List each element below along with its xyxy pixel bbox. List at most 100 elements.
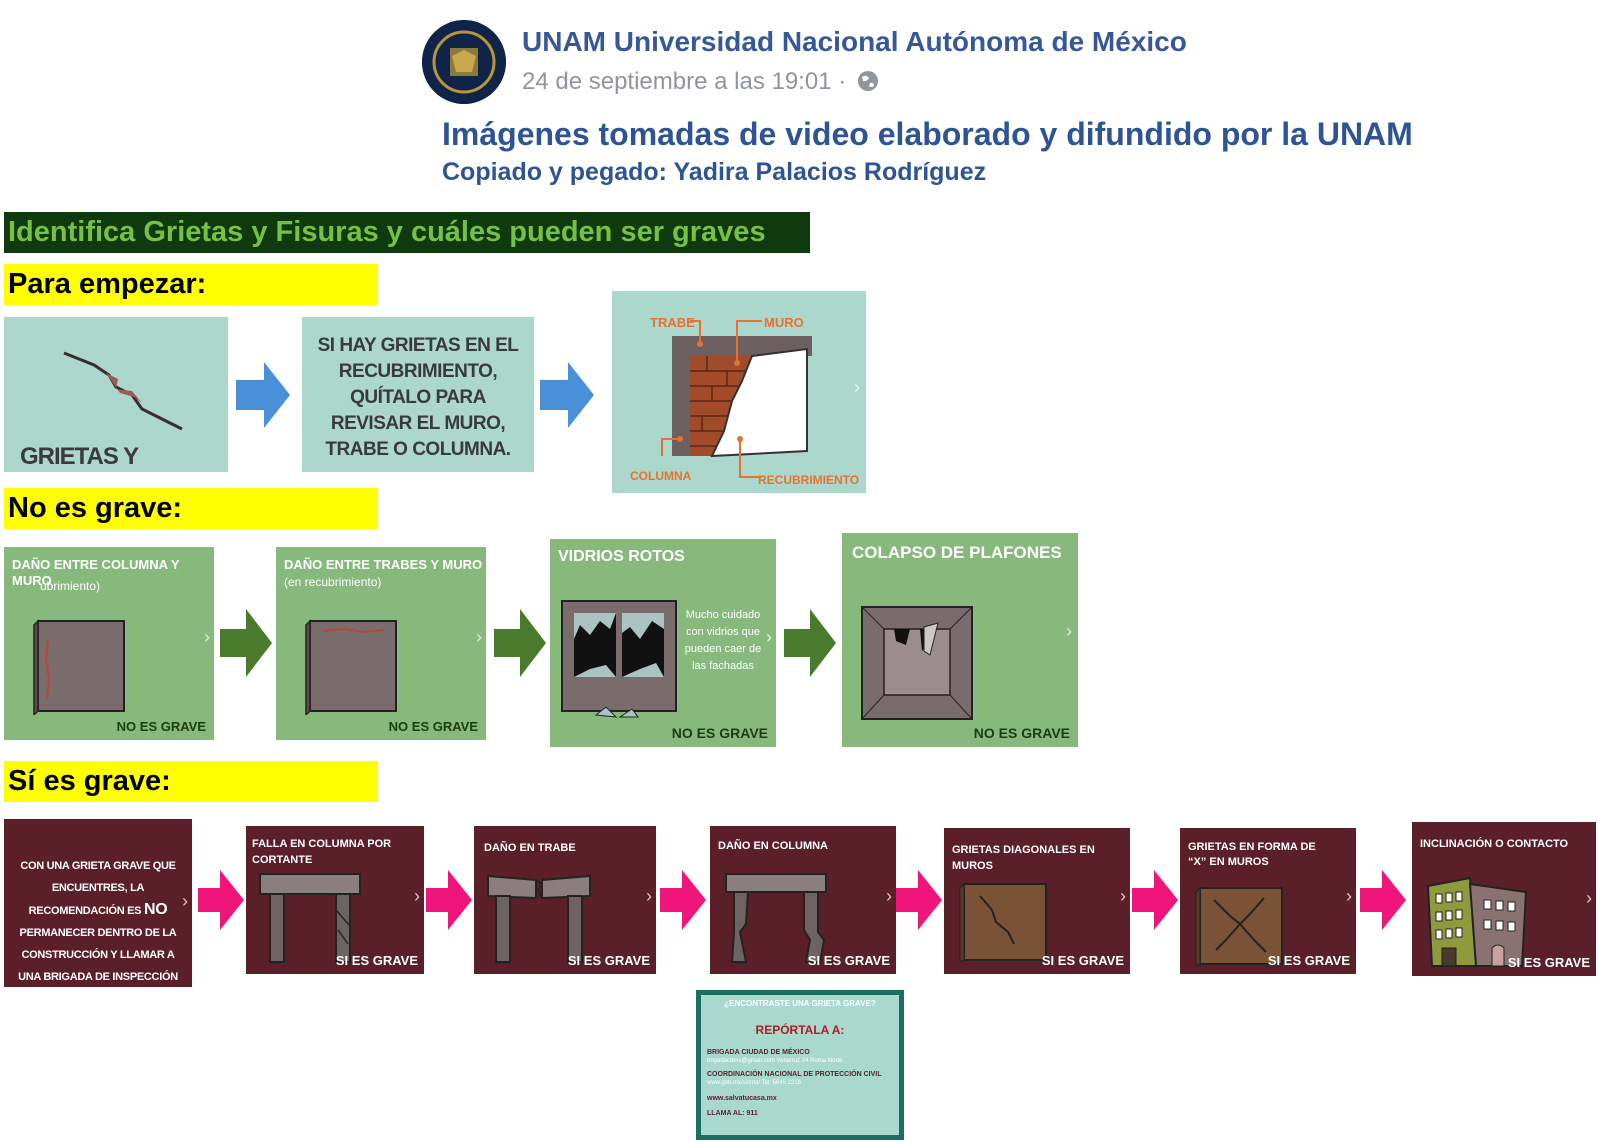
label-muro: MURO bbox=[764, 315, 804, 330]
card-tag: SI ES GRAVE bbox=[807, 953, 890, 968]
broken-window-icon bbox=[561, 600, 677, 718]
card-title: DAÑO EN TRABE bbox=[484, 842, 576, 854]
unam-seal-icon bbox=[422, 20, 506, 104]
chevron-right-icon: › bbox=[854, 377, 860, 397]
serious-intro-text: CON UNA GRIETA GRAVE QUE ENCUENTRES, LA … bbox=[12, 855, 184, 987]
report-org-2: COORDINACIÓN NACIONAL DE PROTECCIÓN CIVI… bbox=[707, 1071, 882, 1078]
card-column-wall: DAÑO ENTRE COLUMNA Y MURO ubrimiento) › … bbox=[4, 547, 214, 740]
card-tag: SI ES GRAVE bbox=[567, 953, 650, 968]
card-serious-shear: FALLA EN COLUMNA POR CORTANTE › SI ES GR… bbox=[246, 826, 424, 974]
report-heading: REPÓRTALA A: bbox=[755, 1023, 845, 1037]
report-org-1: BRIGADA CIUDAD DE MÉXICO bbox=[707, 1049, 810, 1056]
card-serious-diagonal: GRIETAS DIAGONALES EN MUROS › SI ES GRAV… bbox=[944, 828, 1130, 974]
report-site[interactable]: www.salvatucasa.mx bbox=[707, 1095, 777, 1102]
pink-arrow-icon bbox=[426, 870, 472, 930]
pink-arrow-icon bbox=[896, 870, 942, 930]
pink-arrow-icon bbox=[660, 870, 706, 930]
chevron-right-icon: › bbox=[766, 627, 772, 647]
chevron-right-icon: › bbox=[1586, 888, 1592, 908]
card-title: FALLA EN COLUMNA POR CORTANTE bbox=[252, 838, 392, 866]
card-title: GRIETAS DIAGONALES EN MUROS bbox=[952, 844, 1095, 872]
chevron-right-icon: › bbox=[1120, 886, 1126, 906]
card-title: COLAPSO DE PLAFONES bbox=[852, 543, 1062, 562]
label-recubrimiento: RECUBRIMIENTO bbox=[758, 473, 860, 487]
post-timestamp[interactable]: 24 de septiembre a las 19:01 · bbox=[522, 68, 879, 96]
card-tag: NO ES GRAVE bbox=[671, 725, 768, 741]
green-arrow-icon bbox=[784, 609, 836, 677]
blue-arrow-icon bbox=[236, 362, 290, 428]
post-author[interactable]: UNAM Universidad Nacional Autónoma de Mé… bbox=[522, 26, 1187, 57]
tilted-buildings-icon bbox=[1426, 876, 1528, 967]
avatar[interactable] bbox=[422, 20, 506, 104]
card-title: INCLINACIÓN O CONTACTO bbox=[1420, 838, 1569, 850]
chevron-right-icon: › bbox=[204, 627, 210, 647]
section-label-serious: Sí es grave: bbox=[4, 761, 378, 802]
label-columna: COLUMNA bbox=[630, 469, 692, 483]
chevron-right-icon: › bbox=[414, 886, 420, 906]
card-subtitle: ubrimiento) bbox=[40, 579, 101, 593]
card-tag: SI ES GRAVE bbox=[1041, 953, 1124, 968]
card-serious-x-cracks: GRIETAS EN FORMA DE “X” EN MUROS › SI ES… bbox=[1180, 828, 1356, 974]
chevron-right-icon: › bbox=[476, 627, 482, 647]
card-serious-beam: DAÑO EN TRABE › SI ES GRAVE bbox=[474, 826, 656, 974]
card-instruction-text: SI HAY GRIETAS EN EL RECUBRIMIENTO, QUÍT… bbox=[317, 335, 519, 460]
intro-before: CON UNA GRIETA GRAVE QUE ENCUENTRES, LA … bbox=[20, 860, 176, 917]
blue-arrow-icon bbox=[540, 362, 594, 428]
card-instruction: SI HAY GRIETAS EN EL RECUBRIMIENTO, QUÍT… bbox=[302, 317, 534, 472]
timestamp-text: 24 de septiembre a las 19:01 · bbox=[522, 68, 847, 95]
label-trabe: TRABE bbox=[650, 315, 695, 330]
report-call: LLAMA AL: 911 bbox=[707, 1110, 758, 1117]
card-cracks-label: GRIETAS Y FISURAS bbox=[20, 443, 139, 472]
card-title: DAÑO EN COLUMNA bbox=[718, 840, 828, 852]
card-cracks: GRIETAS Y FISURAS bbox=[4, 317, 228, 472]
intro-no: NO bbox=[143, 901, 168, 918]
chevron-right-icon: › bbox=[1346, 886, 1352, 906]
report-org-1-detail: brigadacdmx@gmail.com Veracruz 24 Roma N… bbox=[707, 1058, 843, 1064]
card-serious-intro: CON UNA GRIETA GRAVE QUE ENCUENTRES, LA … bbox=[4, 819, 192, 987]
card-note: Mucho cuidado con vidrios que pueden cae… bbox=[684, 609, 762, 672]
pink-arrow-icon bbox=[1132, 870, 1178, 930]
card-tag: SI ES GRAVE bbox=[1507, 955, 1590, 970]
diagonal-crack-wall-icon bbox=[959, 882, 1047, 962]
card-serious-column: DAÑO EN COLUMNA › SI ES GRAVE bbox=[710, 826, 896, 974]
green-arrow-icon bbox=[220, 609, 272, 677]
crack-illustration-icon bbox=[63, 351, 183, 431]
card-title: VIDRIOS ROTOS bbox=[558, 548, 685, 565]
section-label-not-serious: No es grave: bbox=[4, 488, 378, 529]
card-title: GRIETAS EN FORMA DE “X” EN MUROS bbox=[1188, 841, 1316, 868]
report-question: ¿ENCONTRASTE UNA GRIETA GRAVE? bbox=[724, 999, 876, 1008]
chevron-right-icon: › bbox=[886, 886, 892, 906]
section-label-start: Para empezar: bbox=[4, 264, 378, 305]
damaged-beam-icon bbox=[487, 874, 591, 963]
card-beam-wall: DAÑO ENTRE TRABES Y MURO (en recubrimien… bbox=[276, 547, 486, 740]
wall-block-icon bbox=[305, 619, 397, 715]
card-tag: NO ES GRAVE bbox=[116, 719, 206, 734]
pink-arrow-icon bbox=[198, 870, 244, 930]
wall-block-icon bbox=[33, 619, 125, 715]
card-wall-diagram: TRABE MURO COLUMNA RECUBRIMIENTO › bbox=[612, 291, 866, 493]
pink-arrow-icon bbox=[1360, 870, 1406, 930]
card-serious-tilt: INCLINACIÓN O CONTACTO › SI ES GRAVE bbox=[1412, 822, 1596, 976]
card-ceiling-collapse: COLAPSO DE PLAFONES › NO ES GRAVE bbox=[842, 533, 1078, 747]
green-arrow-icon bbox=[494, 609, 546, 677]
damaged-column-icon bbox=[725, 873, 827, 963]
ceiling-room-icon bbox=[861, 606, 973, 720]
x-crack-wall-icon bbox=[1195, 886, 1283, 966]
report-org-2-detail: www.gob.mx/sismo/ Tel: 5645 2216 bbox=[707, 1080, 801, 1086]
card-tag: SI ES GRAVE bbox=[1267, 953, 1350, 968]
shear-column-icon bbox=[259, 873, 361, 963]
caption-line-1: Imágenes tomadas de video elaborado y di… bbox=[442, 116, 1413, 152]
card-tag: SI ES GRAVE bbox=[335, 953, 418, 968]
chevron-right-icon: › bbox=[646, 886, 652, 906]
card-tag: NO ES GRAVE bbox=[388, 719, 478, 734]
wall-diagram-icon bbox=[661, 320, 812, 478]
card-title: DAÑO ENTRE COLUMNA Y MURO bbox=[12, 557, 180, 588]
globe-icon bbox=[857, 71, 878, 91]
card-tag: NO ES GRAVE bbox=[973, 725, 1070, 741]
card-title: DAÑO ENTRE TRABES Y MURO bbox=[284, 557, 483, 572]
chevron-right-icon: › bbox=[1066, 621, 1072, 641]
card-broken-glass: VIDRIOS ROTOS Mucho cuidado con vidrios … bbox=[550, 539, 776, 747]
chevron-right-icon: › bbox=[182, 891, 188, 911]
card-subtitle: (en recubrimiento) bbox=[284, 575, 382, 589]
main-banner: Identifica Grietas y Fisuras y cuáles pu… bbox=[4, 212, 810, 253]
